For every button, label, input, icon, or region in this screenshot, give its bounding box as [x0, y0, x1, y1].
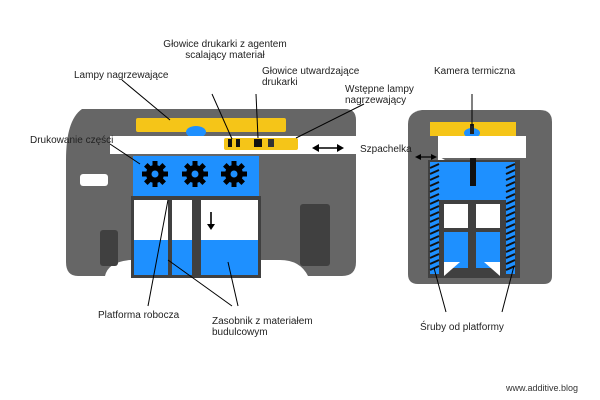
gear-icon [221, 161, 247, 187]
build-unit-left-white [134, 200, 192, 240]
printer-head-3 [254, 139, 262, 147]
platform-screw [429, 162, 440, 274]
right-slot [300, 204, 330, 266]
label-platform-screws: Śruby od platformy [420, 322, 504, 333]
front-view [66, 109, 364, 278]
leader-lines [109, 79, 515, 313]
side-white-foot-right [484, 262, 500, 276]
side-white-left [444, 204, 468, 228]
platform-rod-left [168, 196, 172, 278]
website-credit: www.additive.blog [506, 383, 579, 393]
double-arrow-icon [312, 144, 344, 152]
label-thermal-camera: Kamera termiczna [434, 66, 516, 77]
left-slot [100, 230, 118, 266]
side-center-rod [468, 200, 476, 276]
side-white-foot-left [444, 262, 460, 276]
gear-icon [142, 161, 168, 187]
platform-screw [505, 162, 516, 274]
label-material-tank: Zasobnik z materiałem budulcowym [212, 316, 313, 338]
platform-screws-group [429, 162, 516, 274]
work-platform-fill [134, 240, 192, 275]
lamp-dome [186, 126, 206, 138]
side-carriage-bar [438, 136, 526, 158]
label-preheat-lamps: Wstępne lampy nagrzewający [345, 84, 414, 106]
platform-rod-right [193, 196, 201, 278]
gears-group [142, 161, 247, 187]
label-part-printing: Drukowanie części [30, 135, 114, 146]
build-unit-right-white [201, 200, 258, 240]
gear-icon [182, 161, 208, 187]
camera-lens-bar [470, 124, 474, 134]
label-spatula: Szpachelka [360, 144, 412, 155]
printer-head-4 [268, 139, 274, 147]
label-heating-lamps: Lampy nagrzewające [74, 70, 169, 81]
spatula-arrow-icon [415, 154, 437, 160]
label-printer-heads: Głowice drukarki z agentem scalający mat… [163, 39, 287, 61]
heating-lamp-bar [136, 118, 286, 132]
printer-head-1 [228, 139, 232, 147]
printer-head-2 [236, 139, 240, 147]
side-white-right [476, 204, 500, 228]
label-work-platform: Platforma robocza [98, 310, 180, 321]
side-view [408, 110, 552, 284]
camera-rod [470, 158, 476, 186]
side-window [80, 174, 108, 186]
arrow-down-icon [207, 212, 215, 230]
label-curing-heads: Głowice utwardzające drukarki [262, 66, 360, 88]
